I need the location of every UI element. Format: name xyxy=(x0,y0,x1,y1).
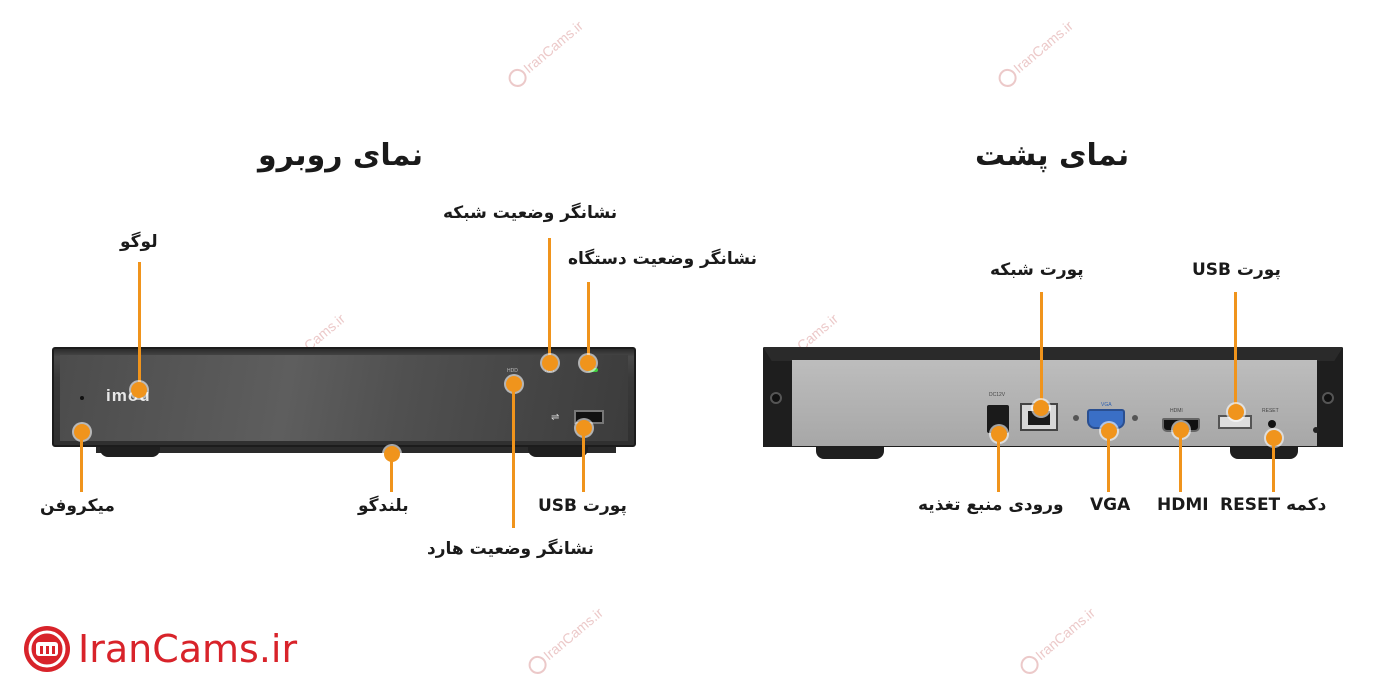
reset-button xyxy=(1268,420,1276,428)
back-device-foot xyxy=(816,447,884,459)
label-back-usb: پورت USB xyxy=(1192,260,1281,280)
lan-port xyxy=(1020,403,1058,431)
front-device-foot xyxy=(528,445,588,457)
brand-logo: IranCams.ir xyxy=(22,624,297,674)
back-device-foot xyxy=(1230,447,1298,459)
dc-port-text: DC12V xyxy=(989,392,1006,398)
marker-logo xyxy=(131,382,147,398)
hdmi-port-text: HDMI xyxy=(1170,408,1183,414)
watermark: IranCams.ir xyxy=(505,17,588,91)
watermark: IranCams.ir xyxy=(1017,604,1100,678)
leader-logo xyxy=(138,262,141,388)
marker-network-port xyxy=(1033,400,1049,416)
device-status-led xyxy=(588,368,598,372)
marker-network-status xyxy=(542,355,558,371)
leader-front-usb xyxy=(582,432,585,492)
front-view-title: نمای روبرو xyxy=(258,138,424,173)
vga-port-text: VGA xyxy=(1101,402,1112,408)
marker-back-usb xyxy=(1228,404,1244,420)
marker-front-usb xyxy=(576,420,592,436)
label-device-status: نشانگر وضعیت دستگاه xyxy=(568,249,757,269)
label-speaker: بلندگو xyxy=(358,496,409,516)
front-device-face xyxy=(60,355,628,441)
label-power-input: ورودی منبع تغذیه xyxy=(918,495,1064,515)
leader-network-port xyxy=(1040,292,1043,402)
label-reset: دکمه RESET xyxy=(1220,495,1327,515)
front-device xyxy=(52,347,636,447)
marker-hdmi xyxy=(1173,422,1189,438)
microphone-hole xyxy=(80,396,84,400)
leader-power-input xyxy=(997,438,1000,492)
vga-screw xyxy=(1073,415,1079,421)
leader-speaker xyxy=(390,458,393,492)
ground-screw xyxy=(1313,427,1319,433)
brand-name: IranCams.ir xyxy=(78,627,298,671)
usb-icon: ⇌ xyxy=(551,412,560,423)
leader-network-status xyxy=(548,238,551,363)
dc-power-port xyxy=(987,405,1009,433)
leader-vga xyxy=(1107,435,1110,492)
leader-back-usb xyxy=(1234,292,1237,404)
leader-microphone xyxy=(80,432,83,492)
reset-port-text: RESET xyxy=(1262,408,1279,414)
net-text: NET xyxy=(545,368,555,374)
label-network-status: نشانگر وضعیت شبکه xyxy=(443,203,618,223)
screw xyxy=(770,392,782,404)
marker-reset xyxy=(1266,430,1282,446)
screw xyxy=(1322,392,1334,404)
vga-screw xyxy=(1132,415,1138,421)
back-device-top xyxy=(763,347,1343,361)
leader-device-status xyxy=(587,282,590,362)
front-device-foot xyxy=(100,445,160,457)
label-logo: لوگو xyxy=(120,232,158,252)
marker-hdd-status xyxy=(506,376,522,392)
label-vga: VGA xyxy=(1090,495,1131,515)
marker-vga xyxy=(1101,423,1117,439)
brand-logo-icon xyxy=(24,626,70,672)
label-microphone: میکروفن xyxy=(40,496,115,516)
leader-hdd-status xyxy=(512,388,515,528)
label-front-usb: پورت USB xyxy=(538,496,627,516)
watermark: IranCams.ir xyxy=(525,604,608,678)
marker-power-input xyxy=(991,426,1007,442)
watermark: IranCams.ir xyxy=(995,17,1078,91)
label-hdmi: HDMI xyxy=(1157,495,1209,515)
label-network-port: پورت شبکه xyxy=(990,260,1084,280)
front-device-base xyxy=(96,445,616,453)
marker-speaker xyxy=(384,446,400,462)
hdd-text: HDD xyxy=(507,368,518,374)
marker-device-status xyxy=(580,355,596,371)
leader-reset xyxy=(1272,442,1275,492)
leader-hdmi xyxy=(1179,434,1182,492)
label-hdd-status: نشانگر وضعیت هارد xyxy=(427,539,594,559)
back-view-title: نمای پشت xyxy=(975,138,1130,173)
